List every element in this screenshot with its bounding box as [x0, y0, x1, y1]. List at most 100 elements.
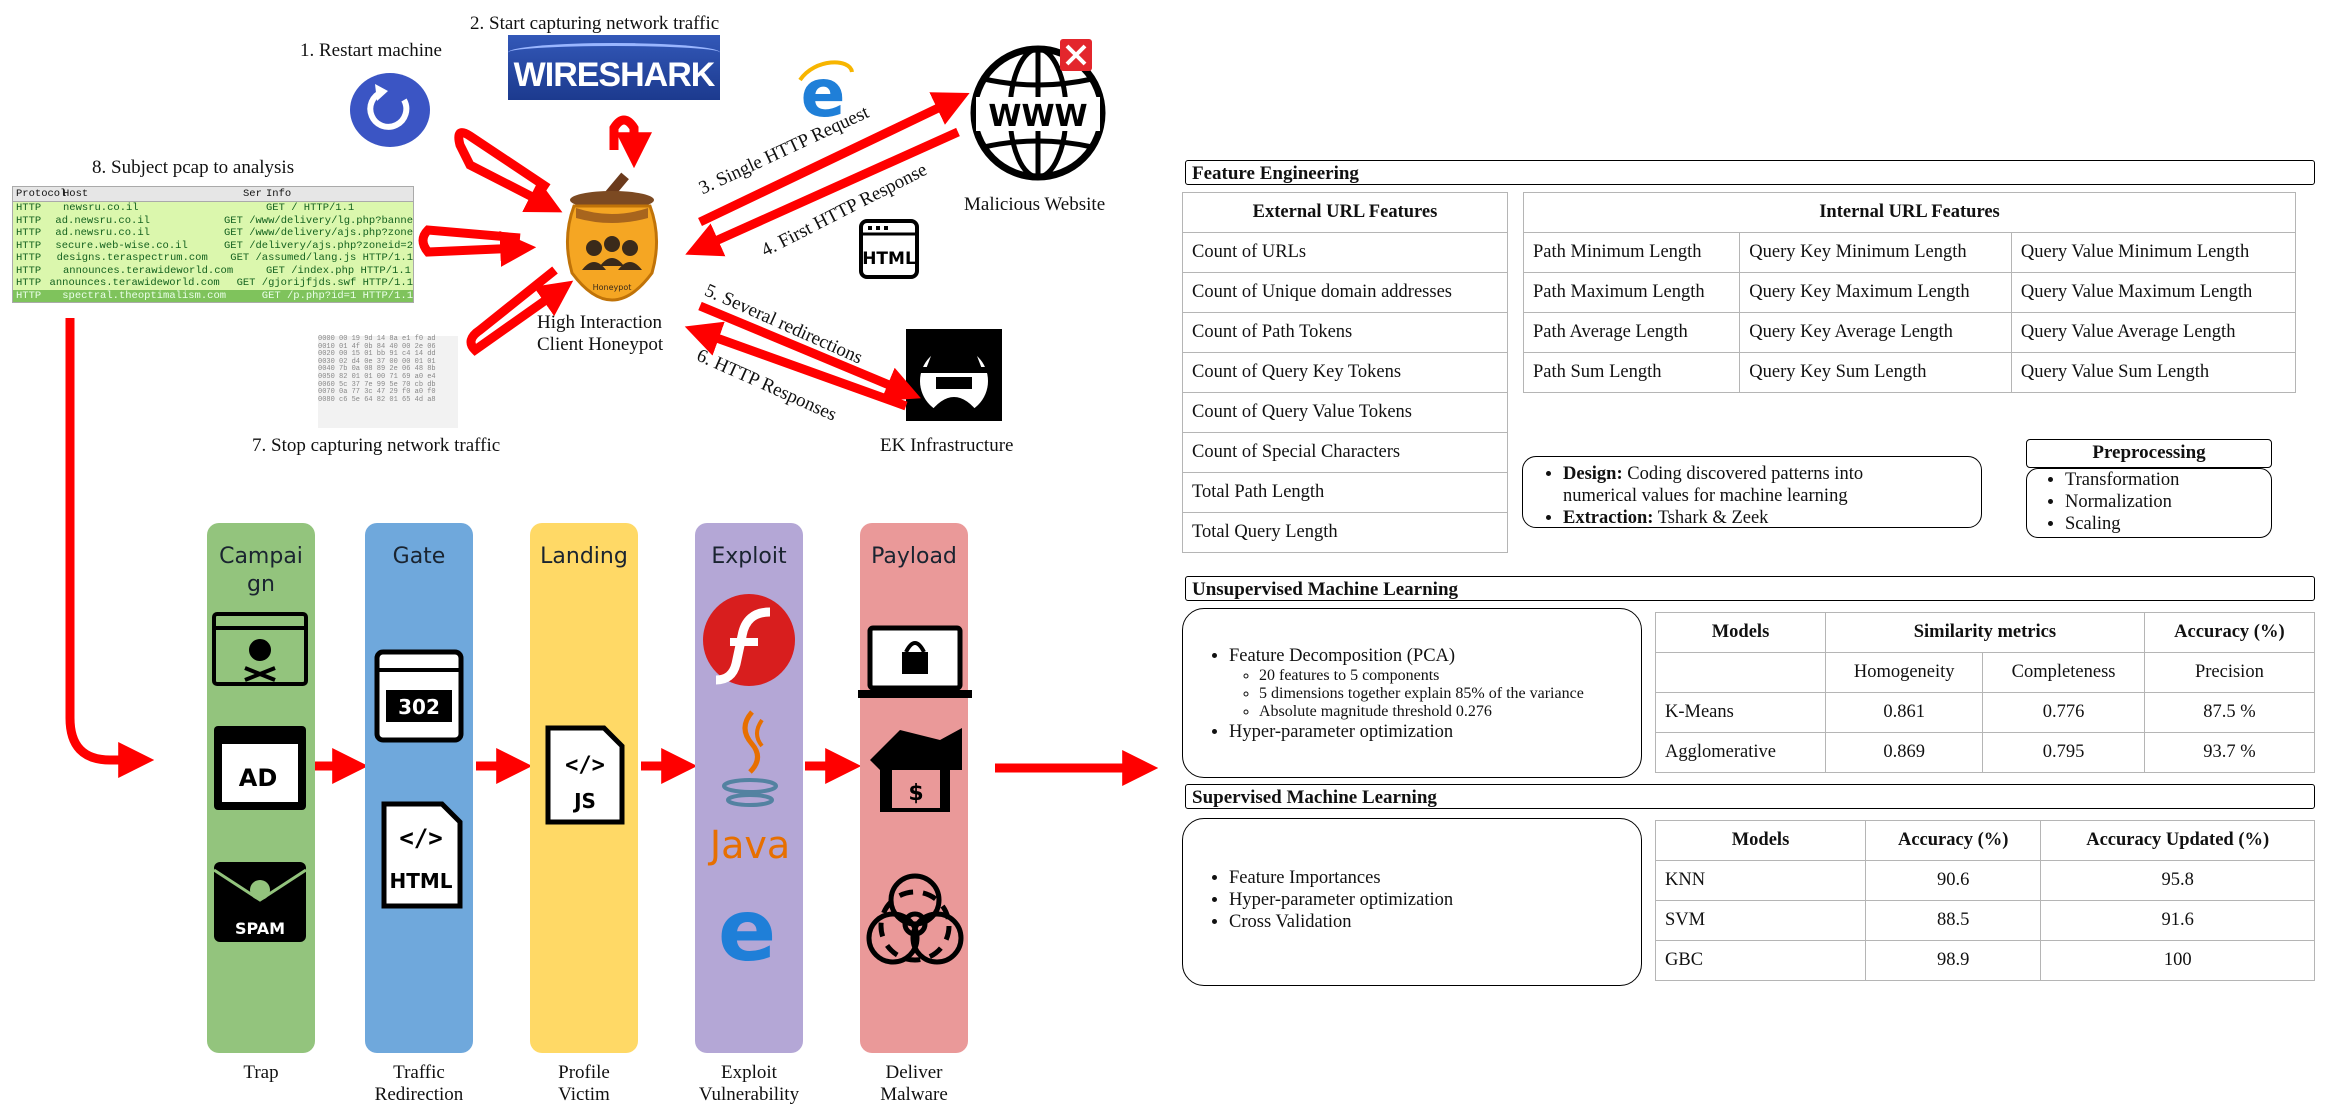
table-cell: Query Value Sum Length	[2010, 352, 2297, 393]
redirect-302-icon: 302	[374, 649, 464, 743]
globe-text: WWW	[988, 99, 1087, 134]
unsupervised-bullet: Feature Decomposition (PCA)	[1229, 645, 1641, 667]
wireshark-logo: WIRESHARK	[508, 35, 720, 100]
stage-title: Gate	[392, 544, 446, 569]
stage-payload-label-2: Malware	[880, 1084, 948, 1105]
svg-text:HTML: HTML	[389, 869, 452, 893]
col-precision: Precision	[2143, 652, 2316, 693]
preprocessing-item: Normalization	[2065, 491, 2271, 513]
restart-icon	[350, 73, 430, 147]
pcap-col-host: Host	[63, 188, 89, 200]
col-homogeneity: Homogeneity	[1824, 652, 1984, 693]
svg-text:SPAM: SPAM	[235, 919, 285, 938]
pcap-col-info: Info	[266, 188, 292, 200]
external-url-features-table: External URL Features Count of URLs Coun…	[1182, 192, 1508, 553]
biohazard-icon	[866, 873, 964, 965]
stage-icons: AD SPAM 302 </> HTML </> JS Java	[212, 594, 972, 981]
stage-payload-label-1: Deliver	[885, 1062, 943, 1083]
svg-text:</>: </>	[565, 753, 605, 778]
flash-icon	[703, 594, 795, 686]
design-text-2: numerical values for machine learning	[1563, 486, 1848, 506]
col-completeness: Completeness	[1982, 652, 2145, 693]
ek-infrastructure-label: EK Infrastructure	[880, 435, 1014, 456]
preprocessing-box: Transformation Normalization Scaling	[2026, 468, 2272, 538]
stage-landing-label-2: Victim	[558, 1084, 610, 1105]
supervised-results-table: Models Accuracy (%) Accuracy Updated (%)…	[1655, 820, 2315, 981]
design-text: Coding discovered patterns into	[1622, 464, 1864, 484]
stage-title: Landing	[540, 544, 628, 569]
honeypot-label-line1: High Interaction	[537, 312, 663, 333]
malicious-website-label: Malicious Website	[964, 194, 1106, 215]
trojan-horse-icon: $	[870, 728, 962, 812]
ransomware-laptop-icon	[858, 625, 972, 698]
supervised-bullet: Hyper-parameter optimization	[1229, 889, 1641, 911]
pcap-col-ser: Ser	[243, 188, 262, 200]
supervised-notes-box: Feature Importances Hyper-parameter opti…	[1182, 818, 1642, 986]
table-cell: Path Sum Length	[1522, 352, 1741, 393]
honeypot-jar-icon: Honeypot	[565, 172, 659, 302]
spy-hacker-icon	[906, 329, 1002, 421]
table-cell: Path Maximum Length	[1522, 272, 1741, 313]
html-document-icon: HTML	[859, 219, 919, 279]
table-cell: Count of Unique domain addresses	[1182, 272, 1508, 313]
col-similarity: Similarity metrics	[1825, 612, 2145, 653]
unsupervised-sub-bullet: 5 dimensions together explain 85% of the…	[1259, 685, 1641, 703]
stage-gate-label-1: Traffic	[393, 1062, 445, 1083]
stage-title: Exploit	[711, 544, 787, 569]
unsupervised-bullet: Hyper-parameter optimization	[1229, 721, 1641, 743]
table-cell: Total Path Length	[1182, 472, 1508, 513]
table-cell: Query Key Maximum Length	[1739, 272, 2012, 313]
pcap-col-protocol: Protocol	[16, 188, 67, 200]
external-features-header: External URL Features	[1182, 192, 1508, 233]
globe-www-icon: WWW	[970, 39, 1106, 181]
design-label: Design:	[1563, 464, 1623, 484]
table-cell: Count of Query Value Tokens	[1182, 392, 1508, 433]
preprocessing-item: Scaling	[2065, 513, 2271, 535]
col-accuracy: Accuracy (%)	[1864, 820, 2042, 861]
internet-explorer-icon: e	[798, 55, 854, 132]
stage-landing-label-1: Profile	[558, 1062, 610, 1083]
svg-text:e: e	[718, 881, 776, 981]
svg-text:Java: Java	[708, 823, 790, 867]
step2-label: 2. Start capturing network traffic	[470, 13, 720, 34]
svg-text:JS: JS	[572, 789, 596, 813]
extraction-text: Tshark & Zeek	[1653, 508, 1769, 528]
supervised-bullet: Cross Validation	[1229, 911, 1641, 933]
pcap-header: Protocol Host Ser Info	[13, 187, 413, 202]
extraction-label: Extraction:	[1563, 508, 1654, 528]
unsupervised-sub-bullet: 20 features to 5 components	[1259, 667, 1641, 685]
supervised-ml-title: Supervised Machine Learning	[1185, 784, 2315, 809]
svg-text:</>: </>	[399, 824, 442, 852]
table-cell: Path Minimum Length	[1522, 232, 1741, 273]
red-arrow-group	[65, 92, 1159, 786]
col-accuracy-updated: Accuracy Updated (%)	[2040, 820, 2315, 861]
wireshark-logo-text: WIRESHARK	[513, 56, 716, 94]
javascript-file-icon: </> JS	[545, 725, 625, 825]
unsupervised-results-table: Models Similarity metrics Accuracy (%) H…	[1655, 612, 2316, 773]
svg-text:AD: AD	[239, 764, 278, 792]
table-cell: Query Value Maximum Length	[2010, 272, 2297, 313]
preprocessing-title: Preprocessing	[2026, 439, 2272, 468]
html-doc-text: HTML	[862, 249, 916, 269]
unsupervised-notes-box: Feature Decomposition (PCA) 20 features …	[1182, 608, 1642, 778]
stage-gate-label-2: Redirection	[374, 1084, 464, 1105]
preprocessing-item: Transformation	[2065, 469, 2271, 491]
html-file-icon: </> HTML	[381, 801, 463, 909]
internal-url-features-table: Internal URL Features Path Minimum Lengt…	[1522, 192, 2297, 393]
honeypot-badge: Honeypot	[593, 283, 632, 292]
design-extraction-box: Design: Coding discovered patterns inton…	[1522, 456, 1982, 528]
svg-text:e: e	[801, 55, 846, 132]
ad-window-icon: AD	[214, 726, 306, 810]
table-cell: Count of Query Key Tokens	[1182, 352, 1508, 393]
